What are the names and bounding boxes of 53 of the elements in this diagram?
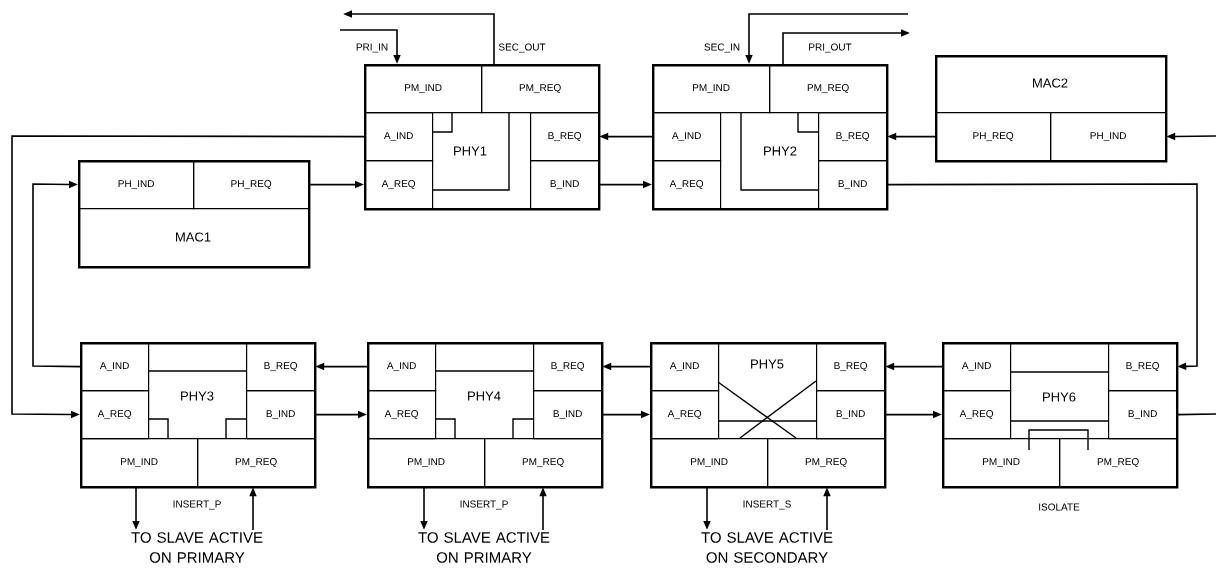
signal-cell: B_REQ xyxy=(818,112,888,162)
signal-cell: PM_IND xyxy=(650,438,769,488)
signal-cell: PM_IND xyxy=(942,438,1061,488)
signal-cell: PM_IND xyxy=(652,64,771,114)
edge-label: PRI_IN xyxy=(354,42,390,54)
arrow xyxy=(32,180,81,368)
signal-cell: B_IND xyxy=(818,160,888,210)
signal-cell: A_REQ xyxy=(650,390,720,440)
arrow xyxy=(886,183,1198,371)
signal-cell: B_IND xyxy=(530,160,600,210)
signal-cell: PM_IND xyxy=(364,64,483,114)
signal-cell: B_IND xyxy=(533,390,603,440)
signal-cell: PM_REQ xyxy=(481,64,600,114)
signal-cell: B_REQ xyxy=(816,342,886,392)
signal-cell: A_IND xyxy=(942,342,1012,392)
signal-cell: PH_IND xyxy=(1050,112,1167,162)
destination-text: TO SLAVE ACTIVE ON SECONDARY xyxy=(701,532,833,563)
signal-cell: PH_REQ xyxy=(193,160,310,210)
signal-cell: A_REQ xyxy=(364,160,434,210)
signal-cell: A_REQ xyxy=(942,390,1012,440)
signal-cell: B_REQ xyxy=(530,112,600,162)
signal-cell: B_IND xyxy=(246,390,316,440)
edge-label: SEC_OUT xyxy=(497,42,547,54)
signal-cell: A_IND xyxy=(652,112,722,162)
signal-cell: PH_REQ xyxy=(935,112,1052,162)
mode-caption: ISOLATE xyxy=(1039,503,1080,511)
signal-cell: A_REQ xyxy=(367,390,437,440)
signal-cell: PM_REQ xyxy=(769,64,888,114)
mode-caption: INSERT_S xyxy=(743,500,791,510)
signal-cell: A_IND xyxy=(364,112,434,162)
signal-cell: A_REQ xyxy=(652,160,722,210)
signal-cell: A_IND xyxy=(650,342,720,392)
destination-text: TO SLAVE ACTIVE ON PRIMARY xyxy=(418,532,550,563)
signal-cell: B_IND xyxy=(816,390,886,440)
signal-cell: PM_IND xyxy=(367,438,486,488)
signal-cell: PM_IND xyxy=(80,438,199,488)
edge-label: SEC_IN xyxy=(702,42,742,54)
signal-cell: B_REQ xyxy=(246,342,316,392)
signal-cell: PH_IND xyxy=(78,160,195,210)
mode-caption: INSERT_P xyxy=(460,500,508,510)
signal-cell: A_REQ xyxy=(80,390,150,440)
signal-cell: B_REQ xyxy=(533,342,603,392)
mode-caption: INSERT_P xyxy=(173,500,221,510)
signal-cell: PM_REQ xyxy=(197,438,316,488)
signal-cell: PM_REQ xyxy=(1059,438,1178,488)
signal-cell: B_REQ xyxy=(1108,342,1178,392)
signal-cell: B_IND xyxy=(1108,390,1178,440)
signal-cell: PM_REQ xyxy=(484,438,603,488)
signal-cell: A_IND xyxy=(80,342,150,392)
destination-text: TO SLAVE ACTIVE ON PRIMARY xyxy=(131,532,263,563)
edge-label: PRI_OUT xyxy=(807,42,853,54)
signal-cell: A_IND xyxy=(367,342,437,392)
signal-cell: PM_REQ xyxy=(767,438,886,488)
